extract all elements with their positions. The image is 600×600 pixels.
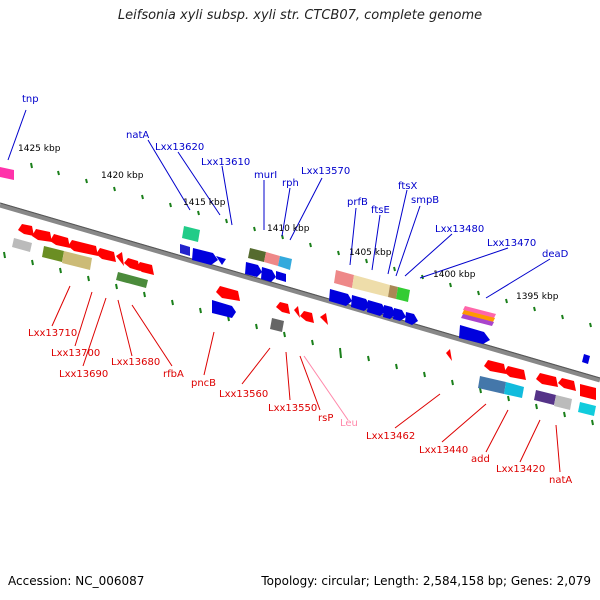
reverse-gene-features — [12, 224, 596, 416]
gene-label: Lxx13570 — [301, 166, 350, 177]
reverse-leader-lines — [51, 285, 561, 473]
gene-label: Lxx13560 — [219, 389, 268, 400]
gene-label: Lxx13700 — [51, 348, 100, 359]
gene-label: Lxx13440 — [419, 445, 468, 456]
forward-gene-features — [0, 167, 590, 364]
forward-leader-lines — [7, 109, 551, 299]
gene-label: deaD — [542, 249, 569, 260]
gene-label: Lxx13470 — [487, 238, 536, 249]
tick-label: 1410 kbp — [267, 224, 310, 234]
gene-label: Lxx13610 — [201, 157, 250, 168]
tick-labels: 1425 kbp 1420 kbp 1415 kbp 1410 kbp 1405… — [18, 144, 559, 302]
gene-label: rsP — [318, 413, 333, 424]
accession-text: Accession: NC_006087 — [8, 574, 145, 588]
tick-label: 1420 kbp — [101, 171, 144, 181]
tick-dashes — [3, 162, 594, 426]
tick-label: 1405 kbp — [349, 248, 392, 258]
gene-label: Lxx13550 — [268, 403, 317, 414]
tick-label: 1425 kbp — [18, 144, 61, 154]
gene-label: Lxx13690 — [59, 369, 108, 380]
tick-label: 1415 kbp — [183, 198, 226, 208]
gene-label: ftsE — [371, 205, 390, 216]
backbone — [0, 202, 600, 383]
gene-label: smpB — [411, 195, 439, 206]
gene-label: natA — [549, 475, 572, 486]
topology-text: Topology: circular; Length: 2,584,158 bp… — [261, 574, 591, 588]
reverse-gene-labels: Lxx13710 Lxx13700 Lxx13690 Lxx13680 rfbA… — [28, 328, 572, 486]
trna-leader-line — [303, 355, 349, 421]
gene-label: rfbA — [163, 369, 184, 380]
gene-label: murI — [254, 170, 277, 181]
gene-label: Lxx13420 — [496, 464, 545, 475]
gene-label: Lxx13480 — [435, 224, 484, 235]
gene-label: Lxx13680 — [111, 357, 160, 368]
gene-label: prfB — [347, 197, 368, 208]
gene-label: rph — [282, 178, 299, 189]
tick-label: 1400 kbp — [433, 270, 476, 280]
gene-label: Lxx13710 — [28, 328, 77, 339]
gene-label: Lxx13620 — [155, 142, 204, 153]
gene-label: Lxx13462 — [366, 431, 415, 442]
gene-label: Leu — [340, 418, 358, 429]
gene-label: pncB — [191, 378, 216, 389]
tick-label: 1395 kbp — [516, 292, 559, 302]
gene-label: tnp — [22, 94, 39, 105]
gene-label: ftsX — [398, 181, 417, 192]
gene-label: add — [471, 454, 490, 465]
forward-gene-labels: tnp natA Lxx13620 Lxx13610 murI rph Lxx1… — [22, 94, 569, 260]
gene-label: natA — [126, 130, 149, 141]
figure-title: Leifsonia xyli subsp. xyli str. CTCB07, … — [117, 8, 483, 23]
